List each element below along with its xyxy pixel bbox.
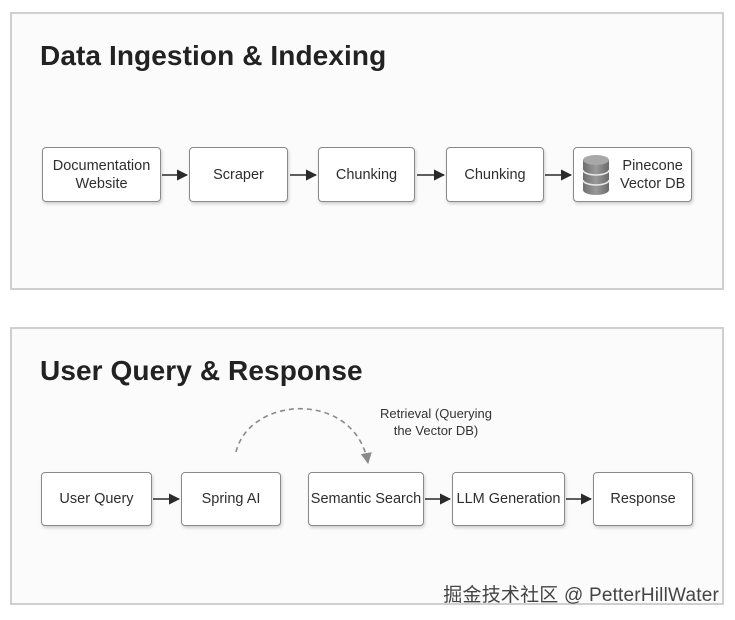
semantic-search-node: Semantic Search [308, 472, 424, 526]
user-query-node: User Query [41, 472, 152, 526]
database-icon [582, 154, 610, 195]
node-label: Documentation Website [52, 157, 151, 192]
chunking-node-1: Chunking [318, 147, 415, 202]
node-label: Scraper [213, 166, 264, 183]
pinecone-vector-db-node: Pinecone Vector DB [573, 147, 692, 202]
watermark: 掘金技术社区 @ PetterHillWater [443, 585, 719, 606]
llm-generation-node: LLM Generation [452, 472, 565, 526]
node-label: Chunking [335, 166, 398, 183]
ingestion-title: Data Ingestion & Indexing [40, 40, 387, 71]
documentation-website-node: Documentation Website [42, 147, 161, 202]
node-label: User Query [59, 491, 134, 507]
query-title: User Query & Response [40, 355, 363, 386]
node-label: Pinecone Vector DB [620, 157, 686, 192]
node-label: LLM Generation [456, 491, 561, 507]
chunking-node-2: Chunking [446, 147, 544, 202]
scraper-node: Scraper [189, 147, 288, 202]
query-panel: User Query & Response [10, 327, 724, 605]
node-label: Semantic Search [310, 491, 422, 507]
node-label: Spring AI [201, 491, 261, 507]
node-label: Response [610, 491, 676, 507]
retrieval-note: Retrieval (Querying the Vector DB) [380, 406, 492, 438]
spring-ai-node: Spring AI [181, 472, 281, 526]
response-node: Response [593, 472, 693, 526]
node-label: Chunking [464, 166, 526, 183]
